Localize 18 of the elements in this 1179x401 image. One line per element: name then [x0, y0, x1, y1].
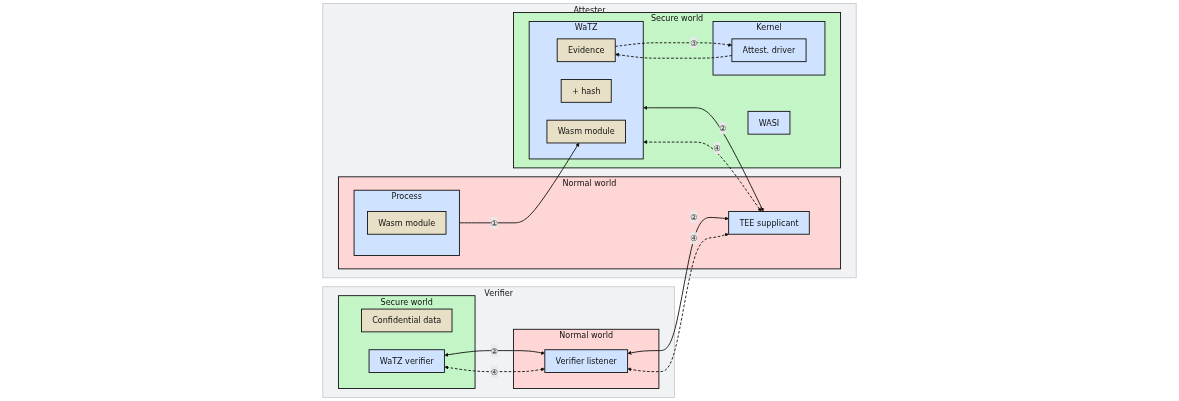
edge-label: ②: [490, 345, 498, 356]
node-box: Evidence: [556, 38, 616, 63]
node-box: WaTZ verifier: [368, 349, 445, 373]
node-box: Wasm module: [546, 119, 626, 144]
edge-label: ③: [690, 38, 698, 48]
node-box: Confidential data: [361, 308, 453, 333]
node-box: Wasm module: [367, 211, 447, 235]
node-box: Verifier listener: [544, 349, 629, 373]
edge-label: ②: [690, 212, 698, 222]
edge-label: ①: [490, 218, 498, 228]
node-box: WASI: [747, 110, 791, 135]
edge-label: ④: [690, 233, 698, 243]
edge-label: ④: [490, 366, 498, 377]
node-box: Attest. driver: [731, 38, 807, 63]
node-box: TEE supplicant: [728, 211, 810, 235]
node-box: + hash: [560, 79, 612, 103]
edge-label: ④: [713, 143, 721, 153]
edge-label: ②: [719, 123, 727, 133]
